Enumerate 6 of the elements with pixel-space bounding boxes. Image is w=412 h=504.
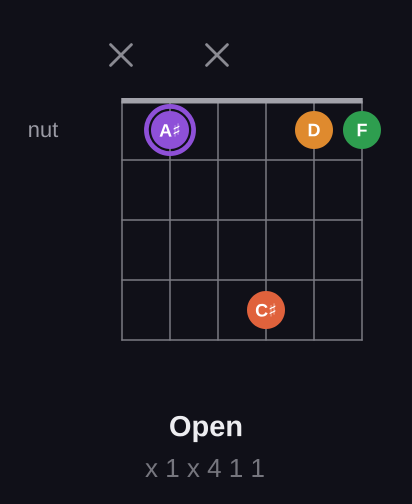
cross-mark	[205, 43, 229, 67]
cross-mark	[109, 43, 133, 67]
ring	[144, 104, 196, 156]
title: Open	[170, 416, 242, 442]
nut-label: nut	[29, 122, 58, 138]
fingering-text: x 1 x 4 1 1	[145, 459, 264, 477]
